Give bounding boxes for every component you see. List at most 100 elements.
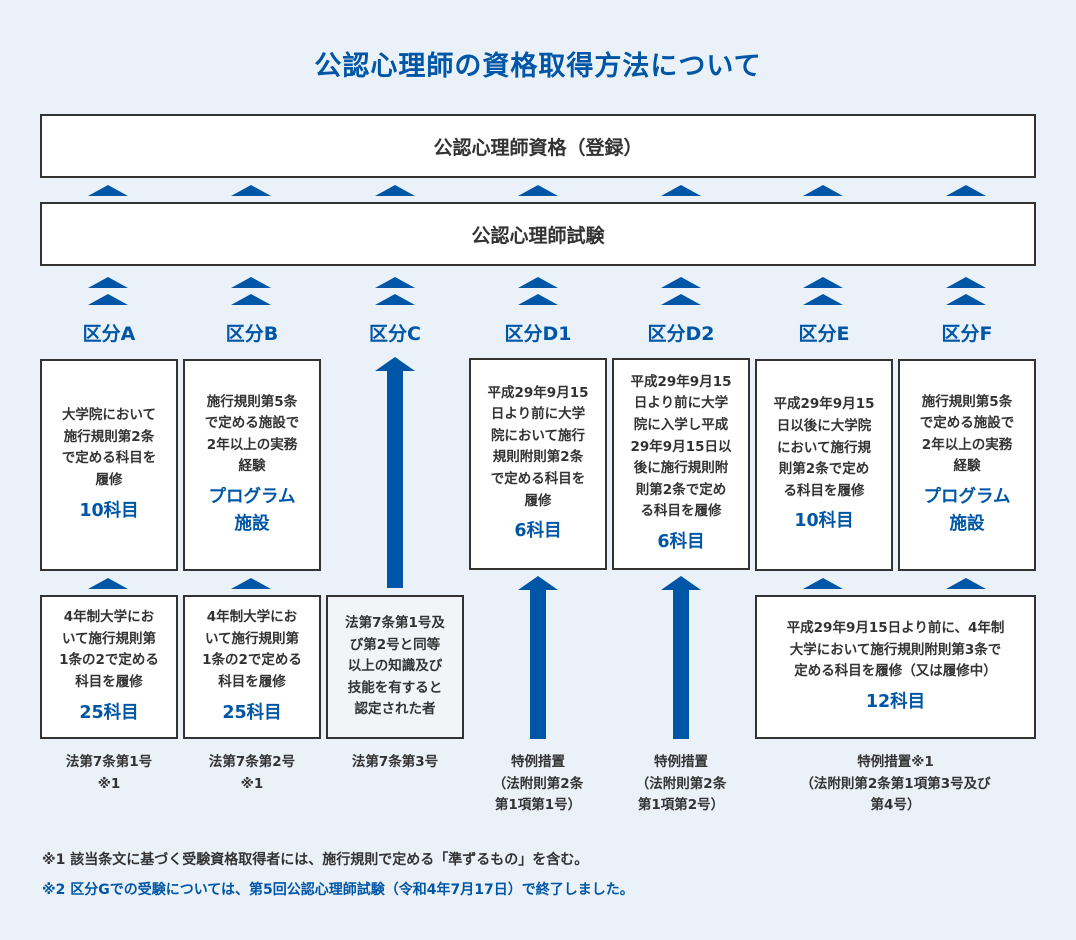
- text-line: で定める施設で: [919, 415, 1015, 432]
- text-line: で定める施設で: [204, 415, 300, 432]
- double-up-arrow-icon: [661, 294, 701, 305]
- text-line: 則第2条で定め: [778, 461, 870, 478]
- qualification-box: 公認心理師資格（登録）: [40, 114, 1036, 178]
- up-arrow-icon: [946, 578, 986, 589]
- double-up-arrow-icon: [518, 277, 558, 288]
- category-ef-lower-highlight: 12科目: [865, 691, 926, 712]
- text-line: る科目を履修: [783, 482, 865, 499]
- text-line: 認定された者: [354, 701, 436, 718]
- text-line: 院に入学し平成: [633, 417, 729, 434]
- up-arrow-icon: [88, 578, 128, 589]
- text-line: いて施行規則第: [204, 630, 300, 647]
- text-line: 施行規則第5条: [206, 393, 298, 410]
- category-b-label: 区分B: [225, 323, 279, 345]
- text-line: る科目を履修: [640, 503, 722, 520]
- double-up-arrow-icon: [946, 294, 986, 305]
- footer-line: 特例措置: [511, 754, 565, 770]
- highlight-line: 施設: [949, 514, 985, 535]
- text-line: 科目を履修: [75, 674, 143, 691]
- text-line: 大学において施行規則附則第3条で: [789, 641, 1002, 658]
- up-arrow-icon: [375, 185, 415, 196]
- footer-line: 法第7条第3号: [351, 754, 439, 770]
- text-line: 平成29年9月15日より前に、4年制: [786, 620, 1005, 637]
- highlight-line: プログラム: [208, 487, 296, 508]
- text-line: いて施行規則第: [61, 630, 157, 647]
- text-line: 規則附則第2条: [492, 449, 584, 466]
- exam-label: 公認心理師試験: [471, 224, 605, 247]
- category-ef-footer: 特例措置※1 （法附則第2条第1項第3号及び 第4号）: [755, 752, 1036, 817]
- category-b-lower-box: 4年制大学にお いて施行規則第 1条の2で定める 科目を履修 25科目: [183, 595, 321, 739]
- category-d1-upper-box: 平成29年9月15 日より前に大学 院において施行 規則附則第2条 で定める科目…: [469, 358, 607, 570]
- text-line: 2年以上の実務: [206, 436, 298, 453]
- text-line: 施行規則第2条: [63, 428, 155, 445]
- highlight-line: 施設: [234, 514, 270, 535]
- text-line: 1条の2で定める: [202, 652, 302, 669]
- up-arrow-icon: [661, 185, 701, 196]
- text-line: 日より前に大学: [490, 406, 586, 423]
- note-1: ※1 該当条文に基づく受験資格取得者には、施行規則で定める「準ずるもの」を含む。: [42, 852, 589, 868]
- text-line: で定める科目を: [490, 471, 586, 488]
- up-arrow-icon: [88, 185, 128, 196]
- category-b-upper-text: 施行規則第5条 で定める施設で 2年以上の実務 経験: [205, 392, 300, 478]
- text-line: 以上の知識及び: [347, 658, 443, 675]
- category-f-upper-text: 施行規則第5条 で定める施設で 2年以上の実務 経験: [920, 392, 1015, 478]
- category-b-upper-box: 施行規則第5条 で定める施設で 2年以上の実務 経験 プログラム 施設: [183, 359, 321, 571]
- category-e-upper-highlight: 10科目: [794, 511, 854, 532]
- long-arrow-shaft: [530, 589, 546, 739]
- category-d1-footer: 特例措置 （法附則第2条 第1項第1号）: [469, 752, 607, 817]
- category-b-upper-highlight: プログラム 施設: [209, 484, 296, 538]
- category-d1-upper-highlight: 6科目: [514, 521, 562, 542]
- category-f-upper-box: 施行規則第5条 で定める施設で 2年以上の実務 経験 プログラム 施設: [898, 359, 1036, 571]
- footer-line: 法第7条第2号: [208, 754, 296, 770]
- footer-line: （法附則第2条: [635, 775, 727, 792]
- page-title: 公認心理師の資格取得方法について: [314, 51, 762, 82]
- up-arrow-icon: [946, 185, 986, 196]
- category-e-upper-box: 平成29年9月15 日以後に大学院 において施行規 則第2条で定め る科目を履修…: [755, 359, 893, 571]
- text-line: 履修: [95, 472, 123, 489]
- text-line: 経験: [238, 458, 266, 475]
- long-arrow-shaft: [673, 589, 689, 739]
- text-line: 大学院において: [61, 407, 157, 424]
- long-up-arrow-icon: [518, 576, 558, 590]
- footer-line: 特例措置※1: [857, 754, 934, 770]
- category-a-upper-box: 大学院において 施行規則第2条 で定める科目を 履修 10科目: [40, 359, 178, 571]
- double-up-arrow-icon: [661, 277, 701, 288]
- up-arrow-icon: [231, 578, 271, 589]
- text-line: 施行規則第5条: [921, 393, 1013, 410]
- text-line: 4年制大学にお: [63, 609, 155, 626]
- note-2: ※2 区分Gでの受験については、第5回公認心理師試験（令和4年7月17日）で終了…: [42, 882, 634, 898]
- text-line: 院において施行: [490, 427, 586, 444]
- category-b-lower-text: 4年制大学にお いて施行規則第 1条の2で定める 科目を履修: [202, 607, 302, 693]
- double-up-arrow-icon: [231, 277, 271, 288]
- double-up-arrow-icon: [803, 294, 843, 305]
- up-arrow-icon: [803, 185, 843, 196]
- long-up-arrow-icon: [661, 576, 701, 590]
- double-up-arrow-icon: [803, 277, 843, 288]
- double-up-arrow-icon: [375, 294, 415, 305]
- text-line: 履修: [524, 492, 552, 509]
- up-arrow-icon: [518, 185, 558, 196]
- double-up-arrow-icon: [88, 294, 128, 305]
- category-c-lower-box: 法第7条第1号及 び第2号と同等 以上の知識及び 技能を有すると 認定された者: [326, 595, 464, 739]
- text-line: で定める科目を: [61, 450, 157, 467]
- double-up-arrow-icon: [231, 294, 271, 305]
- category-e-label: 区分E: [798, 323, 850, 345]
- category-a-upper-text: 大学院において 施行規則第2条 で定める科目を 履修: [62, 405, 157, 491]
- text-line: 経験: [953, 458, 981, 475]
- category-d1-label: 区分D1: [504, 323, 572, 345]
- category-a-upper-highlight: 10科目: [79, 500, 139, 521]
- category-c-footer: 法第7条第3号: [326, 752, 464, 774]
- exam-box: 公認心理師試験: [40, 202, 1036, 266]
- text-line: 平成29年9月15: [773, 396, 875, 413]
- highlight-line: プログラム: [923, 487, 1011, 508]
- text-line: 平成29年9月15: [487, 384, 589, 401]
- footer-line: （法附則第2条第1項第3号及び: [800, 775, 991, 792]
- footer-line: （法附則第2条: [492, 775, 584, 792]
- category-b-footer: 法第7条第2号 ※1: [183, 752, 321, 795]
- up-arrow-icon: [803, 578, 843, 589]
- category-c-lower-text: 法第7条第1号及 び第2号と同等 以上の知識及び 技能を有すると 認定された者: [345, 613, 445, 721]
- category-ef-lower-text: 平成29年9月15日より前に、4年制 大学において施行規則附則第3条で 定める科…: [787, 618, 1005, 683]
- text-line: 科目を履修: [218, 674, 286, 691]
- category-b-lower-highlight: 25科目: [222, 702, 282, 723]
- double-up-arrow-icon: [375, 277, 415, 288]
